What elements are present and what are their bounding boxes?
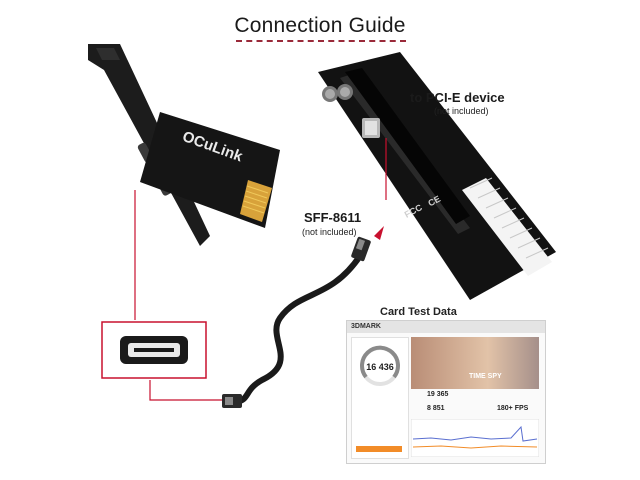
pcie-device-note: (not included) bbox=[434, 106, 489, 116]
oculink-adapter-board bbox=[140, 112, 280, 228]
connector-zoom-box bbox=[101, 321, 207, 379]
benchmark-brand: 3DMARK bbox=[351, 323, 381, 330]
benchmark-test-name: TIME SPY bbox=[469, 373, 502, 380]
benchmark-score-a: 19 365 bbox=[427, 391, 449, 398]
benchmark-hero-image: TIME SPY bbox=[411, 337, 539, 389]
benchmark-titlebar bbox=[347, 321, 545, 333]
sff-note: (not included) bbox=[302, 227, 357, 237]
benchmark-action-bar bbox=[356, 446, 402, 452]
benchmark-score-panel: 16 436 bbox=[351, 337, 409, 459]
benchmark-screenshot: 3DMARK 16 436 TIME SPY 19 365 8 851 180+… bbox=[346, 320, 546, 464]
sff-label: SFF-8611 bbox=[304, 210, 362, 225]
pcie-slot-board bbox=[318, 52, 556, 300]
title-underline bbox=[236, 40, 406, 42]
oculink-cable bbox=[222, 236, 371, 408]
pcie-device-label: to PCI-E device bbox=[410, 90, 505, 105]
page-title: Connection Guide bbox=[234, 14, 406, 37]
card-test-heading: Card Test Data bbox=[380, 306, 457, 318]
benchmark-score: 16 436 bbox=[366, 362, 394, 372]
benchmark-graph bbox=[411, 419, 539, 457]
score-gauge bbox=[360, 345, 400, 386]
benchmark-fps: 180+ FPS bbox=[497, 405, 529, 412]
benchmark-score-b: 8 851 bbox=[427, 405, 445, 412]
